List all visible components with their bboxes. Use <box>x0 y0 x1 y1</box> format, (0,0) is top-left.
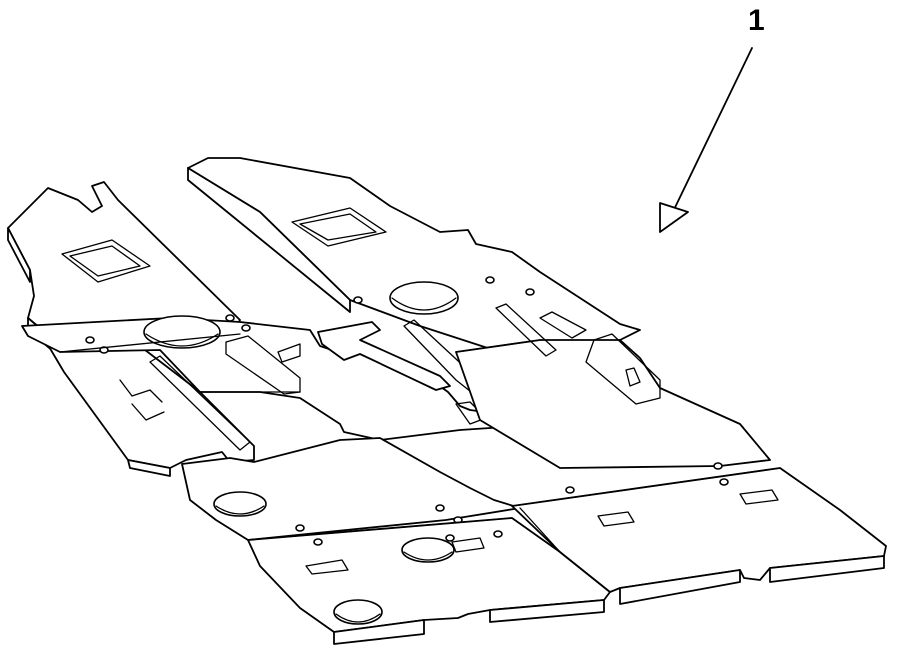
center-upper-panel <box>187 157 641 353</box>
leader-arrow <box>659 47 753 233</box>
right-upper-panel <box>455 303 771 469</box>
bottom-right-panel <box>511 462 887 605</box>
panel-seams <box>59 333 781 553</box>
left-side-strip <box>47 339 255 477</box>
bottom-left-panel <box>247 517 611 645</box>
lower-left-panel <box>181 437 521 541</box>
center-left-panel <box>21 314 521 441</box>
reference-numeral-label: 1 <box>748 4 765 37</box>
